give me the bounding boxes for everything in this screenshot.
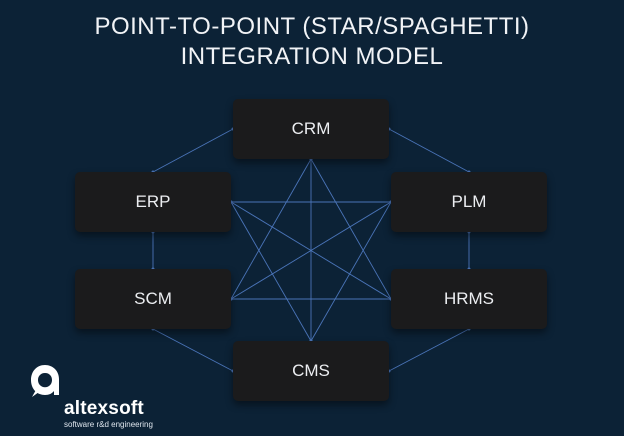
edge-crm-hrms [309,157,393,301]
node-scm: SCM [75,269,231,329]
node-crm-label: CRM [291,119,331,138]
brand-logo: altexsoft software r&d engineering [26,364,186,430]
node-crm: CRM [233,99,389,159]
title-line-1: POINT-TO-POINT (STAR/SPAGHETTI) [94,13,530,40]
node-scm-label: SCM [134,289,172,308]
diagram-title: POINT-TO-POINT (STAR/SPAGHETTI) INTEGRAT… [0,12,624,72]
brand-name: altexsoft [64,398,144,419]
node-plm: PLM [391,172,547,232]
altexsoft-logo-icon [31,365,59,397]
node-hrms: HRMS [391,269,547,329]
node-plm-label: PLM [451,192,487,211]
edge-erp-cms [229,200,313,343]
node-erp-label: ERP [135,192,171,211]
node-hrms-label: HRMS [443,289,495,308]
edge-crm-erp [151,127,235,174]
edge-crm-scm [229,157,313,301]
title-line-2: INTEGRATION MODEL [180,43,444,70]
node-erp: ERP [75,172,231,232]
node-cms-label: CMS [292,361,330,380]
edge-crm-plm [387,127,471,174]
edge-scm-cms [151,327,235,373]
edge-hrms-cms [387,327,471,373]
edge-plm-cms [309,200,393,343]
node-cms: CMS [233,341,389,401]
brand-tagline: software r&d engineering [64,420,153,429]
